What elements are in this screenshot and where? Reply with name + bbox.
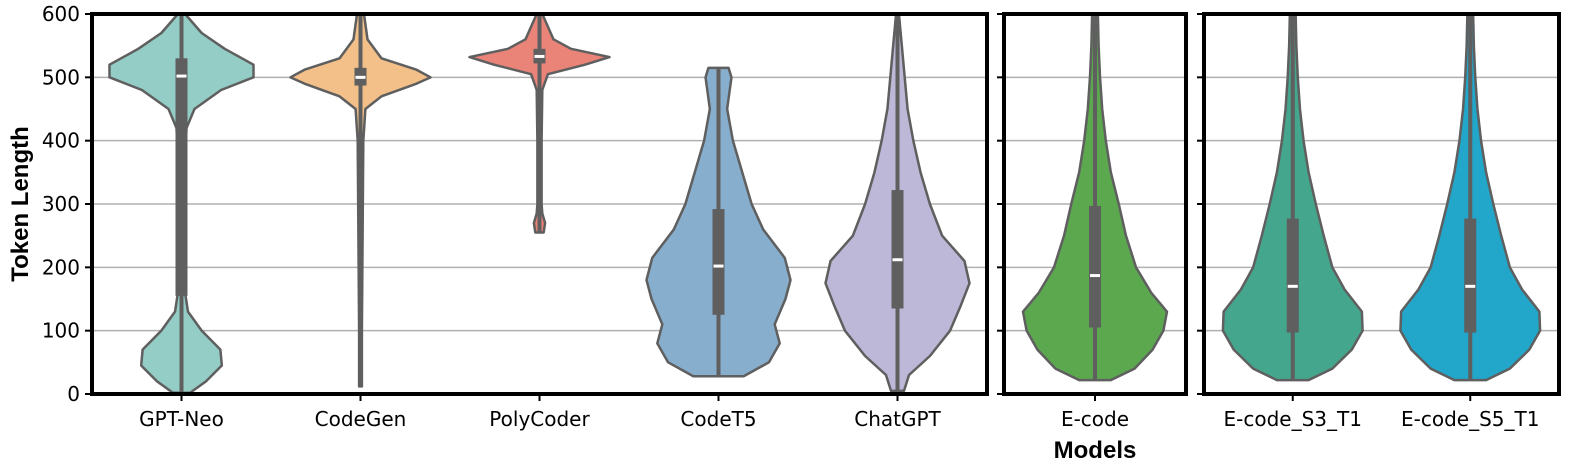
y-tick-label: 0 xyxy=(67,382,80,406)
chart-panel: GPT-Neo CodeGen PolyCoder CodeT5 ChatGPT xyxy=(85,12,989,431)
y-axis-title: Token Length xyxy=(7,126,34,282)
y-tick-label: 600 xyxy=(42,2,80,26)
iqr-box xyxy=(1286,218,1299,333)
iqr-box xyxy=(1464,218,1477,333)
y-tick-label: 200 xyxy=(42,255,80,279)
y-tick-label: 300 xyxy=(42,192,80,216)
panel-frame xyxy=(1002,12,1188,396)
y-tick-labels: 0 100 200 300 400 500 600 xyxy=(42,2,80,406)
x-tick-label: E-code_S3_T1 xyxy=(1224,407,1362,431)
x-tick-label: PolyCoder xyxy=(489,407,590,431)
x-tick-label: CodeT5 xyxy=(680,407,756,431)
x-tick-label: GPT-Neo xyxy=(139,407,224,431)
chart-panel: E-code_S3_T1 E-code_S5_T1 xyxy=(1197,12,1561,431)
chart-panel: E-code xyxy=(997,12,1188,431)
panel-frame xyxy=(1202,12,1561,396)
x-tick-label: CodeGen xyxy=(315,407,407,431)
iqr-box xyxy=(712,209,725,315)
y-tick-label: 100 xyxy=(42,319,80,343)
chart-panels: GPT-Neo CodeGen PolyCoder CodeT5 ChatGPT E-co… xyxy=(85,12,1561,431)
x-tick-label: E-code xyxy=(1061,407,1129,431)
iqr-box xyxy=(1089,205,1101,328)
y-tick-label: 400 xyxy=(42,129,80,153)
iqr-box xyxy=(891,190,904,309)
y-tick-label: 500 xyxy=(42,65,80,89)
x-axis-title: Models xyxy=(1054,437,1137,464)
x-tick-label: ChatGPT xyxy=(854,407,941,431)
iqr-box xyxy=(175,58,188,296)
panel-frame xyxy=(90,12,989,396)
x-tick-label: E-code_S5_T1 xyxy=(1401,407,1539,431)
